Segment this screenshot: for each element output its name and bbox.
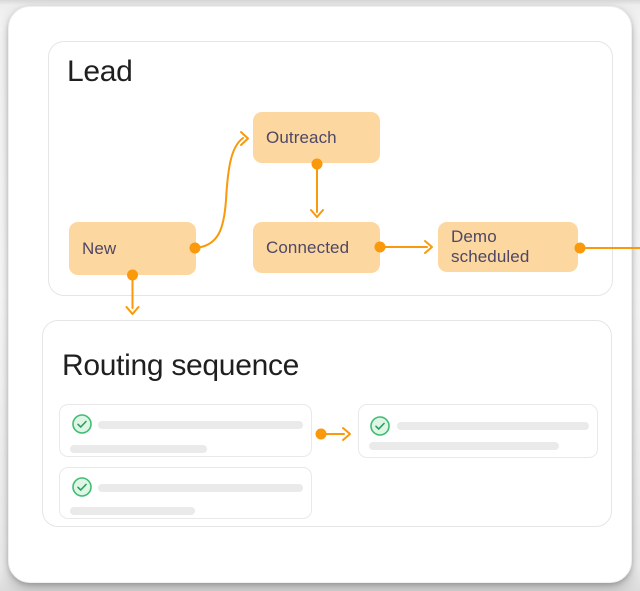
routing-step-card-1[interactable] — [59, 404, 312, 457]
node-label: Outreach — [266, 127, 337, 147]
check-circle-icon — [72, 414, 92, 434]
placeholder-bar — [70, 507, 195, 515]
placeholder-bar — [98, 421, 303, 429]
placeholder-bar — [397, 422, 589, 430]
node-demo-scheduled[interactable]: Demo scheduled — [438, 222, 578, 272]
check-circle-icon — [72, 477, 92, 497]
node-outreach[interactable]: Outreach — [253, 112, 380, 163]
routing-panel-title: Routing sequence — [62, 349, 300, 382]
placeholder-bar — [98, 484, 303, 492]
check-circle-icon — [370, 416, 390, 436]
routing-step-card-2[interactable] — [59, 467, 312, 519]
node-new[interactable]: New — [69, 222, 196, 275]
node-label: New — [82, 238, 117, 258]
lead-panel-title: Lead — [67, 55, 133, 88]
routing-step-card-3[interactable] — [358, 404, 598, 458]
node-label: Demo scheduled — [451, 227, 530, 266]
node-connected[interactable]: Connected — [253, 222, 380, 273]
node-label: Connected — [266, 237, 350, 257]
routing-panel: Routing sequence — [42, 320, 612, 527]
placeholder-bar — [70, 445, 207, 453]
placeholder-bar — [369, 442, 559, 450]
